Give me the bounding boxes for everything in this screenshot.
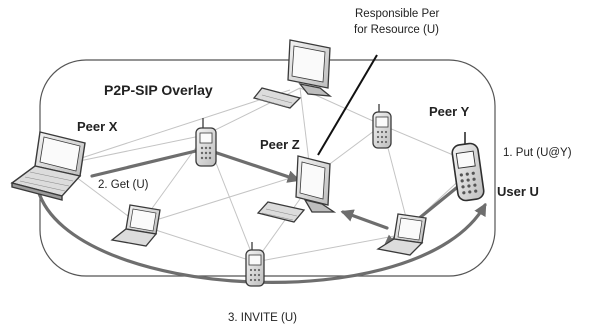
get-arrow-seg2 [206, 148, 301, 183]
user-u-label: User U [497, 184, 539, 199]
mobile-phone-icon [195, 118, 217, 167]
peer-y-phone-icon [451, 132, 485, 202]
peer-x-laptop-icon [10, 131, 86, 201]
get-arrow-seg1 [90, 148, 202, 178]
peer-z-label: Peer Z [260, 137, 300, 152]
step-invite-label: 3. INVITE (U) [228, 312, 298, 324]
laptop-icon [110, 204, 161, 247]
peer-z-desktop-icon [256, 155, 337, 223]
step-get-label: 2. Get (U) [98, 179, 149, 191]
put-arrow-seg2 [340, 209, 389, 230]
callout-line [317, 54, 378, 156]
overlay-title: P2P-SIP Overlay [104, 82, 213, 98]
callout-line2: for Resource (U) [354, 24, 439, 36]
mobile-phone-icon [372, 104, 392, 149]
peer-y-label: Peer Y [429, 104, 470, 119]
laptop-icon [376, 213, 427, 256]
mobile-phone-icon [245, 242, 265, 287]
desktop-computer-icon [252, 39, 333, 109]
step-put-label: 1. Put (U@Y) [503, 147, 572, 159]
callout-line1: Responsible Per [355, 8, 440, 20]
peer-x-label: Peer X [77, 119, 118, 134]
